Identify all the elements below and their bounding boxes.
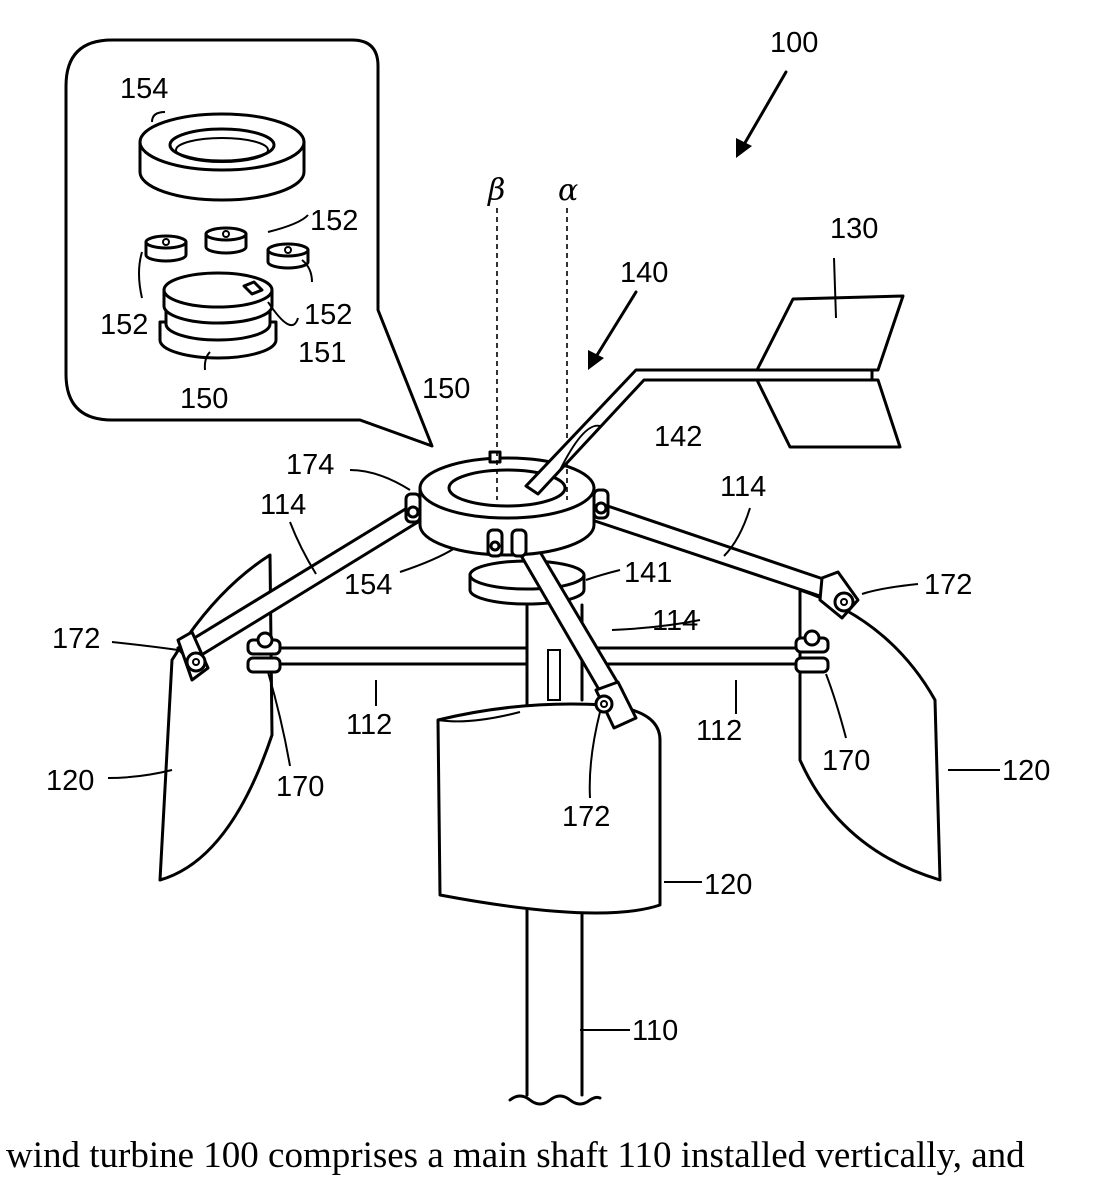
blade-right <box>800 590 940 880</box>
label-alpha: α <box>558 173 578 208</box>
label-130: 130 <box>830 213 878 245</box>
label-141: 141 <box>624 557 672 589</box>
label-120-left: 120 <box>46 765 94 797</box>
label-154: 154 <box>344 569 392 601</box>
label-112-right: 112 <box>696 715 742 747</box>
label-beta: β <box>487 173 505 208</box>
label-172-front: 172 <box>562 801 610 833</box>
label-112-left: 112 <box>346 709 392 741</box>
label-154-detail: 154 <box>120 73 168 105</box>
label-114-left: 114 <box>260 489 306 521</box>
label-170-right: 170 <box>822 745 870 777</box>
label-151: 151 <box>298 337 346 369</box>
label-170-left: 170 <box>276 771 324 803</box>
hinge-left <box>248 633 280 672</box>
label-100: 100 <box>770 27 818 59</box>
cross-arms <box>270 648 810 664</box>
blade-front <box>438 704 660 913</box>
label-152-right: 152 <box>304 299 352 331</box>
label-152-left: 152 <box>100 309 148 341</box>
label-174: 174 <box>286 449 334 481</box>
tail-vane <box>757 296 903 447</box>
label-142: 142 <box>654 421 702 453</box>
label-114-right: 114 <box>720 471 766 503</box>
hinge-right <box>796 631 828 672</box>
wind-turbine-drawing: 100 β α 154 152 152 152 151 150 150 130 … <box>0 0 1097 1130</box>
label-152-top: 152 <box>310 205 358 237</box>
hub-ring <box>406 452 608 556</box>
label-150-detail: 150 <box>180 383 228 415</box>
label-120-front: 120 <box>704 869 752 901</box>
label-150: 150 <box>422 373 470 405</box>
label-140: 140 <box>620 257 668 289</box>
label-120-right: 120 <box>1002 755 1050 787</box>
label-172-right: 172 <box>924 569 972 601</box>
caption-text: wind turbine 100 comprises a main shaft … <box>6 1134 1096 1177</box>
label-172-left: 172 <box>52 623 100 655</box>
label-110: 110 <box>632 1015 678 1047</box>
label-114-front: 114 <box>652 605 698 637</box>
